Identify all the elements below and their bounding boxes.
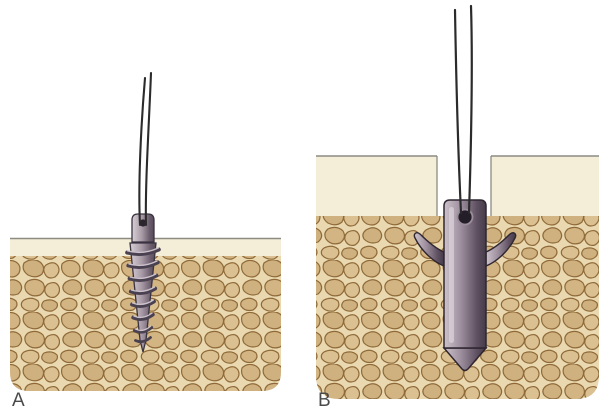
barbed-anchor [413, 199, 517, 372]
panel-b: B [316, 4, 599, 411]
panel-a: A [10, 71, 281, 411]
suture-strand [144, 71, 153, 227]
suture-strand [138, 76, 147, 227]
anchor-tip [442, 347, 488, 372]
bone-surface-line-b [316, 155, 599, 216]
anchor-barb-left [413, 232, 445, 268]
suture-threads-b [453, 4, 473, 215]
suture-strand [453, 8, 463, 215]
screw-head [131, 213, 155, 243]
anchor-highlight [449, 207, 454, 343]
screw-eyelet [139, 219, 147, 227]
screw-body [129, 242, 157, 353]
screw-anchor [125, 213, 161, 353]
suture-threads-a [138, 71, 153, 227]
panel-label-a: A [12, 390, 25, 411]
suture-strand [467, 4, 473, 215]
anchor-body [443, 199, 487, 349]
screw-threads [125, 247, 161, 344]
panel-label-b: B [318, 390, 331, 411]
anchor-barb-right [485, 232, 517, 268]
anchor-eyelet [456, 208, 474, 226]
